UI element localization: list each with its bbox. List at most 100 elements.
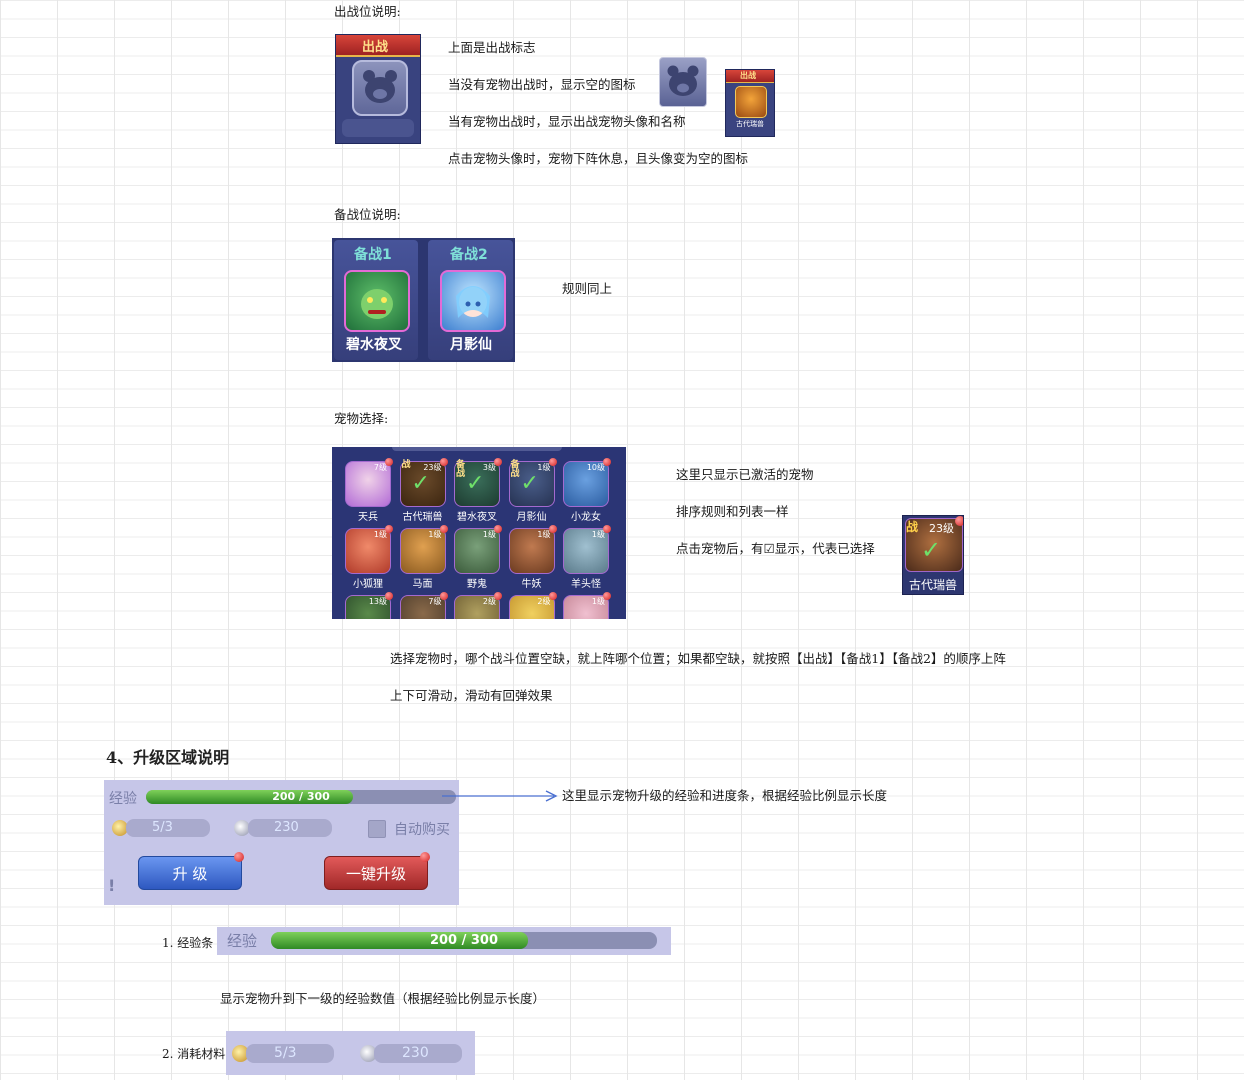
pet-grid-cell[interactable]: 1级小狐狸 [345,525,393,590]
reserve-slot-2[interactable]: 备战2 月影仙 [428,240,513,360]
pet-select-heading: 宠物选择: [334,411,389,426]
pet-name: 马面 [412,579,433,590]
reserve-slot-2-name: 月影仙 [450,337,492,353]
pet-level: 1级 [428,530,442,539]
pet-grid-cell[interactable]: 1级牛妖 [508,525,557,590]
reserve-slot-1-name: 碧水夜叉 [346,337,402,353]
pet-level: 2级 [482,597,496,606]
material-silver-value: 230 [402,1045,429,1061]
pet-red-dot [439,458,448,466]
sample-level: 23级 [929,522,954,535]
upgrade-button-label: 升 级 [172,865,208,883]
pet-grid-cell[interactable]: 1级马面 [399,525,448,590]
pet-red-dot [439,525,448,533]
selected-pet-sample: 战 23级 ✓ 古代瑞兽 [902,515,964,595]
pet-grid-cell[interactable]: 3级备战✓碧水夜叉 [454,458,502,523]
pet-name: 天兵 [358,512,378,523]
reserve-slot-1-label: 备战1 [354,247,392,263]
pet-avatar-icon [454,595,500,619]
info-icon[interactable]: ! [108,876,116,895]
pet-avatar-icon [508,461,555,507]
exp-closeup-text: 200 / 300 [429,933,499,948]
pet-red-dot [603,592,611,600]
pet-name: 古代瑞兽 [402,512,443,523]
exp-progress-bar: 200 / 300 [146,790,456,804]
one-key-red-dot [420,852,430,862]
pet-check-icon: ✓ [520,471,539,496]
pet-red-dot [548,458,557,466]
pet-grid-cell[interactable]: 1级 [563,592,611,619]
annotation-arrow [442,790,558,802]
material-silver-field: 230 [374,1044,462,1063]
pet-red-dot [548,525,557,533]
sample-name: 古代瑞兽 [908,578,957,592]
pet-avatar-icon [399,461,446,507]
pet-grid-cell[interactable]: 1级羊头怪 [563,525,611,590]
arrow-note: 这里显示宠物升级的经验和进度条，根据经验比例显示长度 [562,788,888,803]
reserve-note: 规则同上 [562,281,613,296]
auto-buy-checkbox[interactable] [368,820,386,838]
item1-label: 1. 经验条 [162,936,214,950]
reserve-slots-preview: 备战1 碧水夜叉 备战2 月影仙 [332,238,515,362]
pet-avatar-icon [345,595,391,619]
pet-grid-cell[interactable]: 13级 [345,592,393,619]
pet-battle-tag: 备战 [456,460,466,479]
pet-grid-cell[interactable]: 1级野鬼 [454,525,502,590]
pet-check-icon: ✓ [411,471,430,496]
empty-pet-icon [352,60,408,116]
pet-level: 7级 [373,463,387,472]
battle-note-3: 当有宠物出战时，显示出战宠物头像和名称 [448,114,686,129]
pet-red-dot [494,458,502,466]
item-count-value: 5/3 [152,820,173,835]
sample-red-dot [955,516,963,526]
pet-name: 野鬼 [467,579,487,590]
battle-slot-preview[interactable]: 出战 [335,34,421,144]
silver-field: 230 [248,819,332,837]
pet-level: 1级 [373,530,387,539]
pet-level: 1级 [537,463,551,472]
pet-name: 月影仙 [516,512,547,523]
slot-bottom-band [342,119,414,137]
silver-icon [234,820,250,836]
occupied-slot-preview: 出战 古代瑞兽 [725,69,775,137]
pet-avatar-icon [563,461,609,507]
pet-grid-cell[interactable]: 2级 [508,592,557,619]
pet-red-dot [494,525,502,533]
pet-level: 1级 [482,530,496,539]
upgrade-button[interactable]: 升 级 [138,856,242,890]
pet-level: 23级 [423,463,442,472]
material-count-value: 5/3 [274,1045,297,1061]
pet-avatar-icon [508,595,555,619]
pet-name: 碧水夜叉 [457,512,497,523]
pet-avatar-icon [345,528,391,574]
pet-grid-cell[interactable]: 1级备战✓月影仙 [508,458,557,523]
upgrade-panel: 经验 200 / 300 5/3 230 自动购买 升 级 一键升级 ! [104,780,459,905]
pet-name: 羊头怪 [571,579,601,590]
pet-avatar-icon [563,595,609,619]
pet-grid-cell[interactable]: 23级战✓古代瑞兽 [399,458,448,523]
pet-red-dot [603,458,611,466]
exp-bar-closeup: 经验 200 / 300 [217,927,671,955]
one-key-upgrade-label: 一键升级 [345,865,406,883]
pet-grid-cell[interactable]: 2级 [454,592,502,619]
reserve-slot-1[interactable]: 备战1 碧水夜叉 [334,240,418,360]
item1-desc: 显示宠物升到下一级的经验数值（根据经验比例显示长度） [220,991,546,1006]
pet-level: 1级 [537,530,551,539]
pet-select-note-2: 排序规则和列表一样 [676,504,789,519]
green-demon-avatar-icon [344,270,410,332]
pet-level: 1级 [591,597,605,606]
pet-check-icon: ✓ [466,471,485,496]
pet-grid-cell[interactable]: 7级天兵 [345,458,393,523]
pet-grid-cell[interactable]: 10级小龙女 [563,458,611,523]
battle-slot-heading: 出战位说明: [334,4,401,19]
pet-grid-cell[interactable]: 7级 [399,592,448,619]
pet-level: 1级 [591,530,605,539]
grid-top-fade [392,447,562,451]
small-banner-label: 出战 [740,71,756,80]
battle-note-4: 点击宠物头像时，宠物下阵休息，且头像变为空的图标 [448,151,749,166]
pet-red-dot [385,592,393,600]
one-key-upgrade-button[interactable]: 一键升级 [324,856,428,890]
upgrade-red-dot [234,852,244,862]
pet-red-dot [494,592,502,600]
